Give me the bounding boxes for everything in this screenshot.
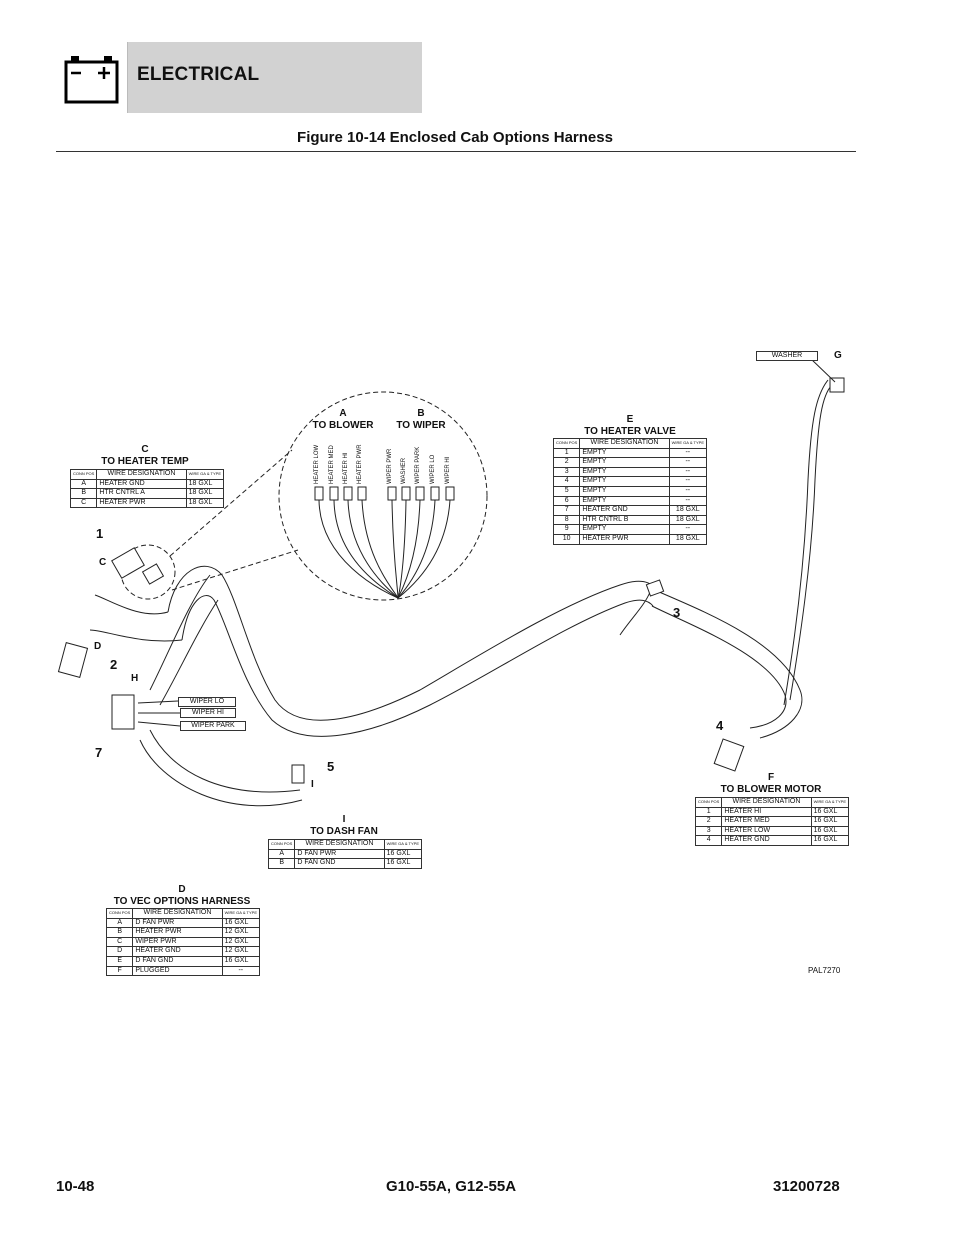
section-header: ELECTRICAL (56, 42, 422, 113)
page-number: 10-48 (56, 1178, 95, 1195)
wire-label-wiper-park: WIPER PARK (415, 446, 421, 484)
model-numbers: G10-55A, G12-55A (386, 1178, 517, 1195)
callout-2: 2 (110, 657, 118, 672)
figure-title: Figure 10-14 Enclosed Cab Options Harnes… (297, 129, 613, 146)
wire-label-wiper-lo: WIPER LO (430, 454, 436, 484)
connector-c-letter: C (99, 557, 107, 568)
section-title: ELECTRICAL (137, 64, 260, 85)
wire-label-heater-low: HEATER LOW (314, 444, 320, 484)
drawing-number: PAL7270 (808, 966, 841, 975)
callout-5: 5 (327, 759, 335, 774)
callout-7: 7 (95, 745, 103, 760)
wiper-hi-tag: WIPER HI (180, 708, 236, 718)
wire-label-wiper-pwr: WIPER PWR (387, 448, 393, 484)
wire-label-washer: WASHER (401, 457, 407, 484)
wire-label-wiper-hi: WIPER HI (445, 456, 451, 484)
connector-h-letter: H (131, 673, 139, 684)
wiper-park-tag: WIPER PARK (180, 721, 246, 731)
connector-i-letter: I (311, 779, 314, 790)
document-number: 31200728 (773, 1178, 840, 1195)
callout-1: 1 (96, 526, 104, 541)
callout-3: 3 (673, 605, 681, 620)
washer-tag: WASHER (756, 351, 818, 361)
battery-icon (56, 42, 128, 113)
callout-4: 4 (716, 718, 724, 733)
wire-label-heater-hi: HEATER HI (343, 452, 349, 484)
header-rule (56, 151, 856, 152)
wire-label-heater-pwr: HEATER PWR (357, 444, 363, 484)
wiper-lo-tag: WIPER LO (178, 697, 236, 707)
connector-g-letter: G (834, 350, 842, 361)
wire-label-heater-med: HEATER MED (329, 445, 335, 484)
connector-d-letter: D (94, 641, 102, 652)
